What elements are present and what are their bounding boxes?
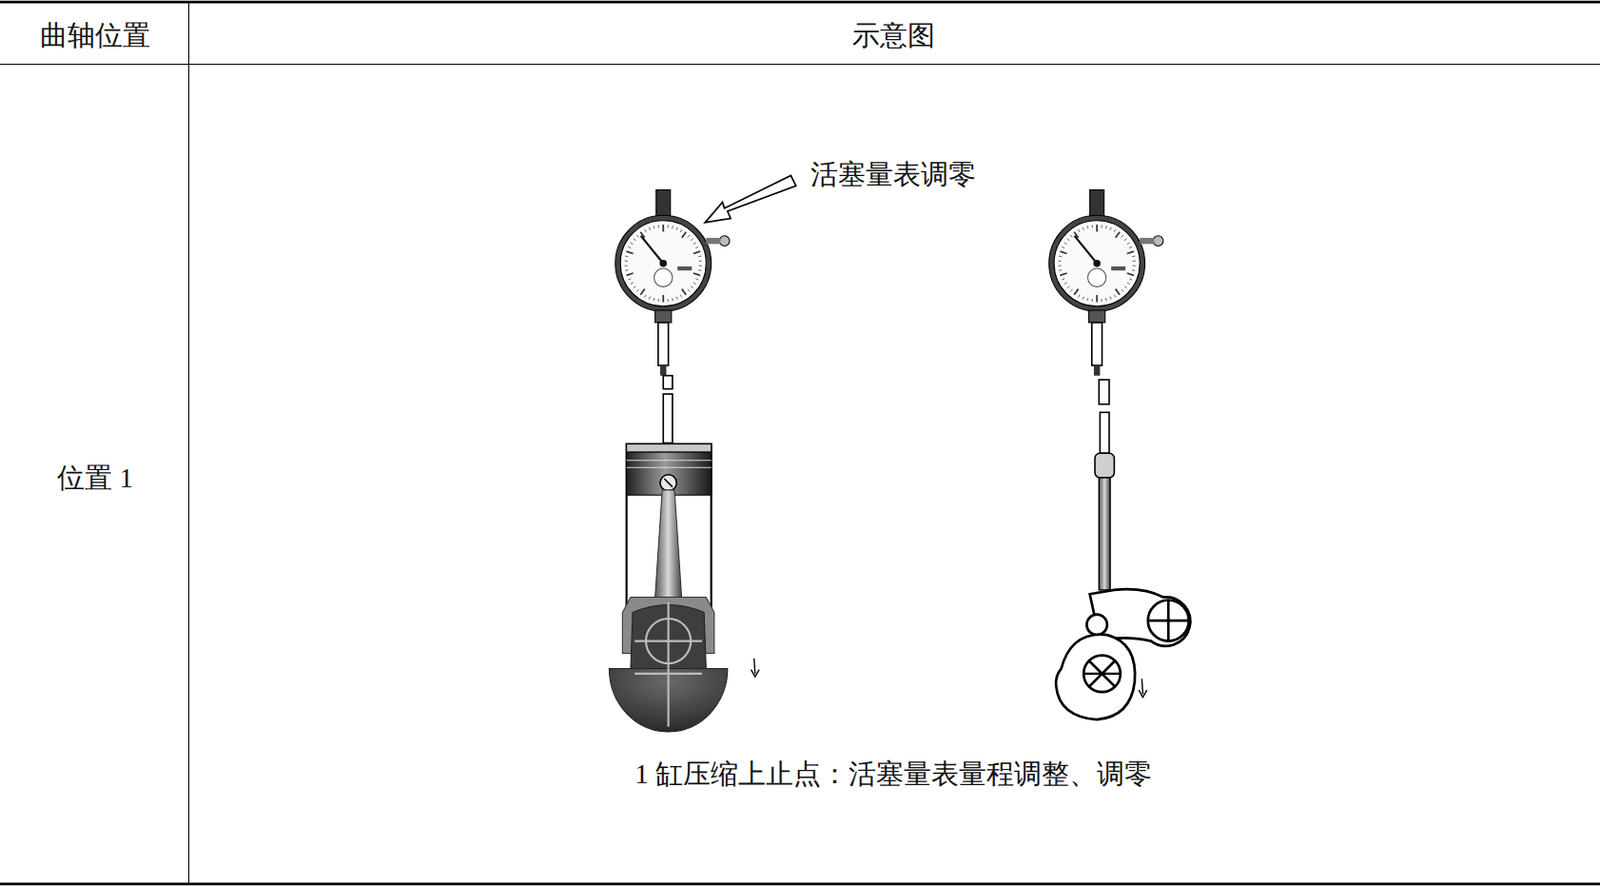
figure-caption: 1 缸压缩上止点：活塞量表量程调整、调零	[634, 757, 1152, 791]
gauge-spindle	[663, 375, 673, 444]
table-header-cell: 示意图	[852, 19, 936, 53]
callout-label: 活塞量表调零	[810, 157, 976, 192]
piston-assembly	[608, 444, 760, 732]
valve-train	[1055, 379, 1191, 720]
dial-gauge	[1049, 190, 1164, 376]
callout-arrow	[704, 175, 796, 222]
table-header-cell: 曲轴位置	[39, 19, 151, 53]
table-row-cell: 位置 1	[57, 461, 134, 495]
